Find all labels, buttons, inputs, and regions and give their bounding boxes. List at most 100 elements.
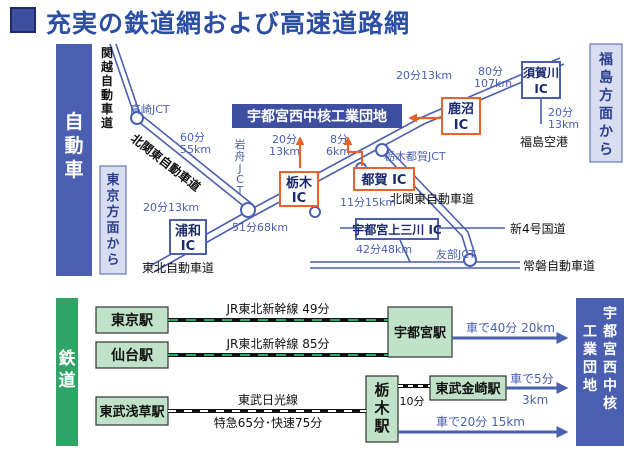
dest-char: 西: [603, 360, 617, 376]
fukushima-direction-label: 福 島 方 面 か ら: [598, 51, 613, 158]
ic-kamimikawa-box: [355, 218, 439, 240]
kanetsu-char: 車: [101, 101, 113, 116]
kanetsu-line-b: [115, 43, 143, 121]
ic-sukagawa-line2: IC: [534, 82, 547, 96]
car2b-label: 3km: [522, 393, 548, 407]
dir-char: か: [599, 124, 613, 140]
takasaki-jct-label: 高崎JCT: [130, 102, 170, 116]
road-label-char: 車: [64, 158, 83, 181]
kanetsu-line-a: [109, 43, 137, 121]
dir-char: 面: [599, 106, 613, 122]
kanetsu-char: 動: [101, 87, 113, 102]
tochigi-station-label: 栃 木 駅: [373, 381, 390, 435]
dir-char: 東: [106, 172, 119, 188]
kitakanto-line-b: [139, 113, 253, 205]
rail-destination-label: 宇 都 宮 西 中 核 工 業 団 地: [582, 305, 617, 412]
rail-lines: [168, 318, 430, 413]
dest-char: 中: [603, 377, 617, 394]
ten-min-label: 10分: [400, 395, 425, 408]
tochigi-tsuga-jct-node: [375, 143, 389, 157]
asakusa-station-label: 東武浅草駅: [99, 404, 165, 420]
road-section-label: 自 動 車: [64, 110, 83, 181]
tokyo-station-label: 東京駅: [111, 312, 154, 329]
line1-label: JR東北新幹線 49分: [226, 301, 330, 316]
fukushima-direction-box: [589, 43, 623, 163]
road-label-char: 自: [64, 110, 83, 133]
tomobe-branch: [399, 239, 411, 263]
time-urawa: 20分13km: [143, 201, 199, 214]
iwafune-char: J: [237, 162, 241, 175]
dest-char2: 業: [582, 341, 598, 358]
ic-tochigi-line1: 栃木: [286, 175, 313, 191]
iwafune-jct-node: [240, 202, 256, 218]
line2-label: JR東北新幹線 85分: [226, 336, 330, 351]
ic-tsuga-box: [353, 167, 415, 191]
dest-char: 宇: [603, 305, 617, 322]
time-tochigi-a: 20分: [272, 133, 297, 146]
kanetsu-char: 道: [101, 115, 113, 130]
sendai-station-box: [95, 341, 169, 369]
dir-char: か: [106, 237, 119, 252]
page-title: 充実の鉄道網および高速道路網: [46, 9, 411, 38]
dir-char: 福: [598, 51, 613, 68]
time-takasaki-a: 60分: [180, 131, 205, 144]
kanetsu-char: 越: [100, 59, 114, 74]
tochigi-station-box: [365, 375, 399, 443]
dir-char: 方: [106, 204, 119, 220]
time-sukagawa-a: 80分: [478, 65, 503, 78]
dest-char: 都: [602, 324, 617, 340]
rail-label-char: 道: [59, 370, 76, 391]
fukushima-airport-label: 福島空港: [520, 134, 568, 149]
tochigi-st-char: 駅: [373, 417, 390, 435]
time-iwafune: 51分68km: [232, 221, 288, 234]
ic-urawa-box: [169, 219, 207, 255]
time-sukagawa-b: 107km: [474, 77, 512, 90]
title-marker: [10, 7, 36, 33]
car3-label: 車で20分 15km: [436, 415, 525, 429]
ic-tsuga-label: 都賀 IC: [361, 172, 407, 188]
dir-char: 面: [106, 221, 119, 236]
ic-sukagawa-box: [521, 61, 561, 99]
rail-section-bar: [56, 298, 78, 446]
tokyo-direction-label: 東 京 方 面 か ら: [106, 172, 119, 268]
kanetsu-char: 自: [101, 73, 113, 88]
car-arrows: [398, 332, 569, 438]
tochigi-st-char: 木: [373, 399, 390, 417]
line3b-label: 特急65分･快速75分: [214, 415, 323, 430]
iwafune-char: C: [236, 173, 244, 186]
jct-labels: 高崎JCT 栃木都賀JCT 友部JCT 岩 舟 J C T: [130, 102, 476, 261]
car2a-label: 車で5分: [510, 372, 554, 386]
rail-section-label: 鉄 道: [59, 348, 76, 391]
ic-kamimikawa-label: 宇都宮上三川 IC: [352, 222, 442, 237]
car1-label: 車で40分 20km: [466, 321, 555, 335]
time-kamimikawa-a: 11分15km: [340, 196, 396, 209]
dest-char2: 地: [583, 377, 597, 394]
iwafune-char: 岩: [235, 137, 246, 151]
ic-tochigi-box: [279, 171, 319, 207]
road-label-char: 動: [64, 135, 83, 157]
sendai-station-label: 仙台駅: [111, 347, 154, 364]
dest-char2: 団: [583, 360, 597, 376]
ic-kanuma-line1: 鹿沼: [448, 101, 474, 117]
takasaki-jct-node: [130, 111, 144, 125]
time-tsuga-a: 8分: [330, 133, 348, 146]
asakusa-station-box: [95, 396, 169, 426]
time-airport-b: 13km: [548, 118, 579, 131]
utsunomiya-station-label: 宇都宮駅: [394, 325, 447, 341]
dest-char: 核: [603, 395, 617, 412]
dir-char: ら: [599, 142, 613, 158]
kanasaki-station-label: 東武金崎駅: [435, 381, 501, 397]
ic-sukagawa-line1: 須賀川: [522, 65, 559, 80]
ic-tochigi-line2: IC: [292, 191, 306, 206]
line3a-label: 東武日光線: [238, 392, 298, 407]
time-tsuga-b: 6km: [326, 145, 350, 158]
rail-destination-bar: [576, 298, 624, 446]
dir-char: 京: [106, 188, 119, 204]
tomobe-jct-node: [463, 253, 477, 267]
ic-node: [309, 206, 321, 218]
arrow-from-tsuga: [343, 136, 364, 166]
kitakanto-right-label: 北関東自動車道: [390, 192, 474, 206]
kanetsu-char: 関: [101, 46, 113, 60]
rail-label-char: 鉄: [59, 348, 76, 369]
